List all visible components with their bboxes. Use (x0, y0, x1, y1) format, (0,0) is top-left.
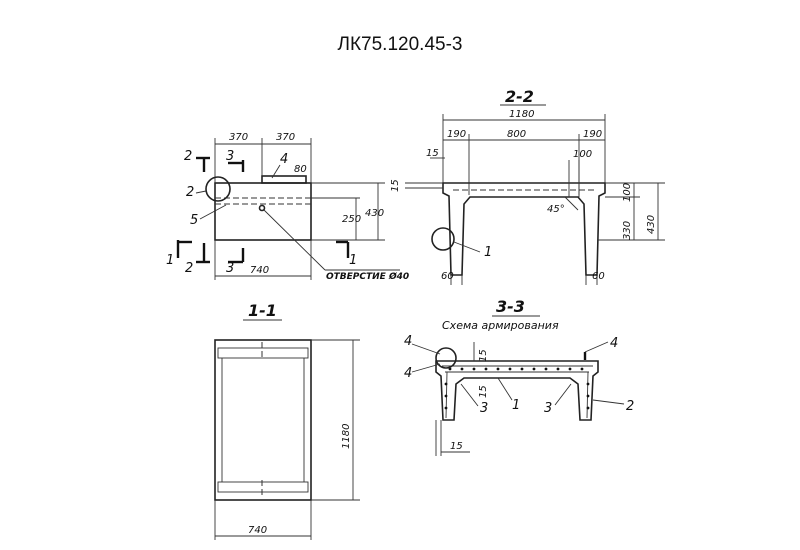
section-1-1-title: 1-1 (248, 301, 277, 320)
dim-2-2-430: 430 (646, 215, 657, 234)
dim-front-80: 80 (294, 164, 307, 175)
section-3-3-outline (435, 360, 599, 421)
dim-3-3-15c: 15 (450, 441, 463, 452)
hole-marker (258, 204, 266, 212)
cut-3-top: 3 (226, 149, 234, 164)
dim-2-2-60-right: 60 (592, 271, 605, 282)
section-3-3-pos-3b: 3 (544, 401, 552, 416)
section-3-3-detail-circle (435, 347, 457, 369)
dim-1-1-1180: 1180 (341, 424, 352, 449)
front-pos-5: 5 (190, 213, 198, 228)
dim-3-3-15a: 15 (478, 349, 489, 362)
dim-3-3-15b: 15 (478, 385, 489, 398)
dim-front-250: 250 (342, 214, 361, 225)
section-1-1: 1-1 1180 740 (214, 301, 360, 540)
section-3-3-pos-4a: 4 (404, 334, 412, 349)
dim-2-2-190-left: 190 (447, 129, 466, 140)
cut-3-bottom: 3 (226, 261, 234, 276)
front-pos-4: 4 (280, 152, 288, 167)
section-3-3-title: 3-3 (496, 297, 525, 316)
dim-2-2-190-right: 190 (583, 129, 602, 140)
rebar-dots (444, 367, 590, 410)
section-1-1-outline (214, 339, 312, 501)
front-pos-2: 2 (186, 185, 194, 200)
dim-2-2-15-side: 15 (390, 179, 401, 192)
lifting-lug (261, 175, 307, 184)
front-detail-circle (205, 176, 231, 202)
section-3-3-pos-4c: 4 (610, 336, 618, 351)
section-3-3-pos-3a: 3 (480, 401, 488, 416)
front-view: ОТВЕРСТИЕ Ø40 370 370 80 740 250 430 2 3… (166, 132, 409, 282)
dim-front-370-left: 370 (229, 132, 248, 143)
dim-2-2-330: 330 (622, 221, 633, 240)
section-2-2-title: 2-2 (505, 87, 534, 106)
dim-2-2-60-left: 60 (441, 271, 454, 282)
section-3-3: 3-3 Схема армирования 4 4 4 15 15 (404, 297, 634, 456)
cut-2-top: 2 (184, 149, 192, 164)
drawing-title: ЛК75.120.45-3 (337, 34, 463, 55)
section-2-2-pos-1: 1 (484, 245, 492, 260)
dim-front-430: 430 (365, 208, 384, 219)
dim-2-2-1180: 1180 (509, 109, 534, 120)
dim-2-2-15-top: 15 (426, 148, 439, 159)
hole-label: ОТВЕРСТИЕ Ø40 (326, 271, 409, 282)
dim-front-370-right: 370 (276, 132, 295, 143)
section-2-2: 2-2 1180 190 800 190 45° 15 15 100 (390, 87, 665, 285)
section-3-3-pos-4b: 4 (404, 366, 412, 381)
section-3-3-pos-1: 1 (512, 398, 520, 413)
cut-2-bottom: 2 (185, 261, 193, 276)
section-3-3-pos-2: 2 (626, 399, 634, 414)
dim-2-2-100-top: 100 (573, 149, 592, 160)
dim-2-2-800: 800 (507, 129, 526, 140)
dim-2-2-100-side: 100 (622, 183, 633, 202)
dim-front-740: 740 (250, 265, 269, 276)
section-2-2-outline (442, 182, 606, 276)
section-2-2-detail-circle (431, 227, 455, 251)
hole-leader (263, 209, 326, 271)
reinforcement-cage (442, 365, 593, 419)
section-3-3-subtitle: Схема армирования (442, 319, 559, 332)
dim-1-1-740: 740 (248, 525, 267, 536)
cut-1-left: 1 (166, 253, 174, 268)
dim-2-2-angle: 45° (547, 204, 565, 215)
cut-1-right: 1 (349, 253, 357, 268)
